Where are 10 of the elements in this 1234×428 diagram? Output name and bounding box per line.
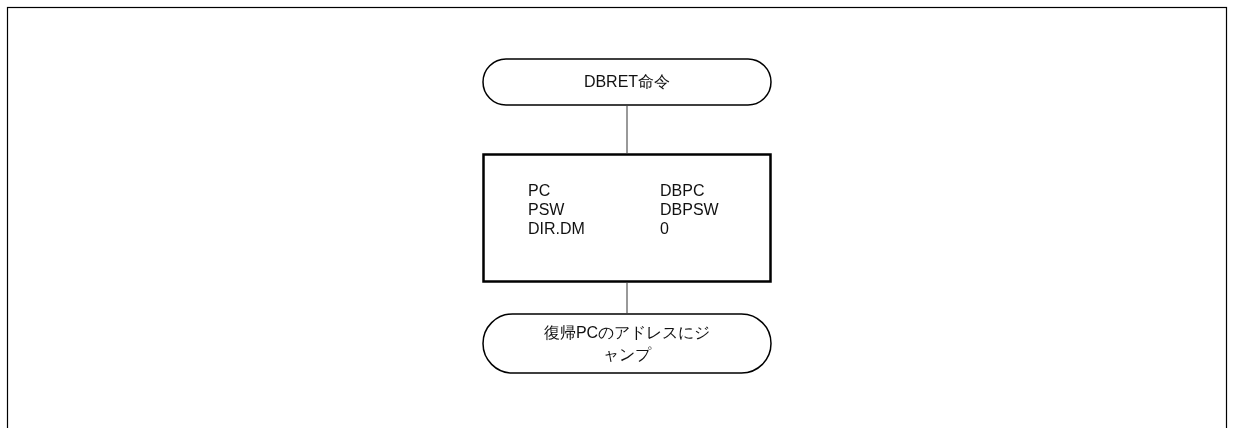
source-register: DBPSW: [660, 200, 719, 219]
destination-register: PSW: [528, 200, 565, 219]
step-text: 復帰PCのアドレスにジャンプ: [542, 322, 712, 365]
step-text: DBRET命令: [582, 72, 672, 92]
connector-line: [626, 282, 628, 314]
source-register: DBPC: [660, 181, 705, 200]
destination-register: DIR.DM: [528, 219, 585, 238]
source-register: 0: [660, 219, 669, 238]
connector-line: [626, 105, 628, 154]
destination-register: PC: [528, 181, 551, 200]
